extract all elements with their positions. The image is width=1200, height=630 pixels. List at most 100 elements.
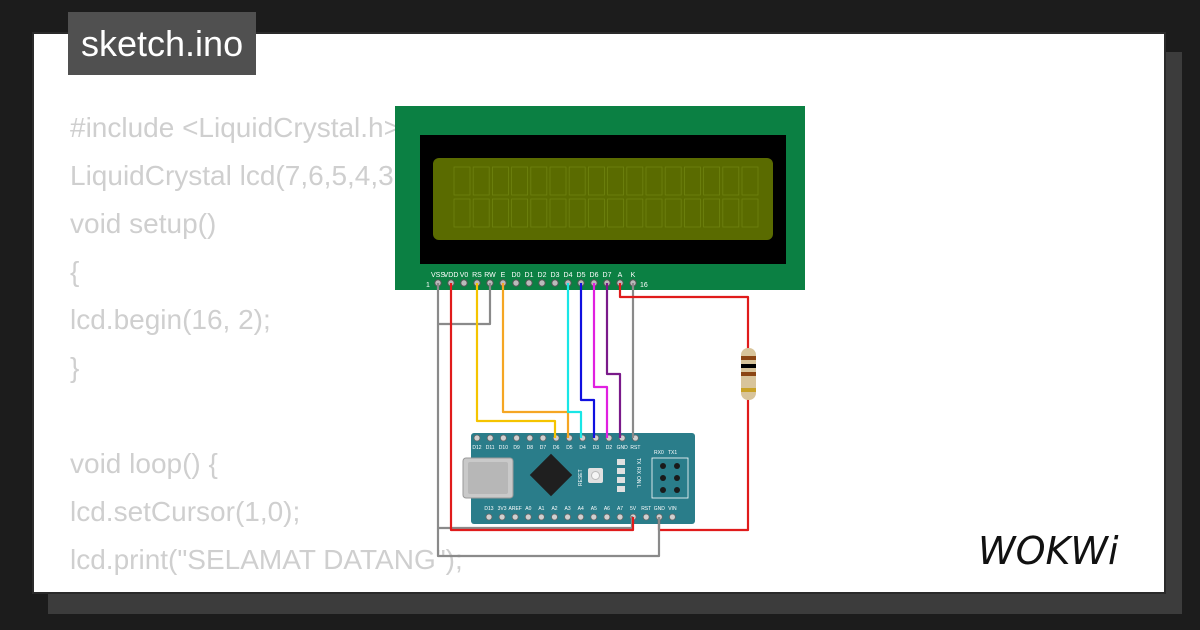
nano-bottom-pin-label: A4 — [578, 506, 584, 512]
nano-bottom-pin[interactable] — [590, 513, 598, 521]
wire-rs-d7[interactable] — [475, 283, 557, 438]
code-line: lcd.setCursor(1,0); — [70, 496, 301, 527]
reset-button-cap — [591, 471, 600, 480]
nano-top-pin[interactable] — [513, 434, 520, 442]
nano-bottom-pin-label: A6 — [604, 506, 610, 512]
lcd-char-cell — [568, 198, 586, 228]
side-label-tx1: TX1 — [668, 450, 677, 456]
nano-top-pin-label: D9 — [513, 445, 520, 451]
lcd-char-cell — [626, 166, 644, 196]
nano-bottom-pin-label: A3 — [565, 506, 571, 512]
lcd-char-cell — [530, 166, 548, 196]
nano-bottom-pin-label: AREF — [509, 506, 522, 512]
lcd-pin-last-label: 16 — [640, 282, 648, 289]
usb-connector-inner — [468, 462, 508, 494]
nano-bottom-pin-label: 3V3 — [498, 506, 507, 512]
nano-top-pin[interactable] — [539, 434, 547, 442]
nano-bottom-pin-label: A5 — [591, 506, 597, 512]
wire-a-resistor[interactable] — [618, 283, 750, 350]
led-label-l: L — [635, 485, 641, 488]
nano-pcb — [471, 433, 695, 524]
nano-bottom-pin[interactable] — [669, 513, 676, 521]
lcd-char-cell — [607, 166, 624, 196]
code-line: { — [70, 256, 80, 287]
nano-bottom-pin-label: RST — [641, 506, 651, 512]
icsp-header — [651, 457, 689, 499]
lcd-character-cells — [453, 166, 759, 228]
nano-bottom-pin[interactable] — [551, 513, 558, 521]
lcd-pin-label: E — [501, 272, 506, 279]
lcd-pin-label: D0 — [512, 272, 521, 279]
lcd-pin-label: D1 — [525, 272, 534, 279]
nano-bottom-pin[interactable] — [524, 513, 532, 521]
nano-bottom-pin[interactable] — [603, 513, 611, 521]
led-label-tx: TX — [635, 458, 641, 465]
nano-bottom-pin-label: A1 — [538, 506, 544, 512]
nano-bottom-pin-label: A0 — [525, 506, 531, 512]
status-leds: TX RX ON L — [617, 458, 641, 492]
lcd-pin-label: D2 — [538, 272, 547, 279]
wire-d4-d5[interactable] — [566, 283, 583, 438]
wire-e-d6[interactable] — [501, 283, 570, 438]
nano-top-pin-label: D3 — [593, 445, 600, 451]
nano-top-pin-label: D6 — [553, 445, 560, 451]
lcd-char-cell — [549, 166, 567, 196]
lcd-pin[interactable] — [551, 279, 559, 287]
nano-bottom-pin[interactable] — [538, 513, 545, 521]
nano-bottom-pin[interactable] — [642, 513, 650, 521]
wire-d7-d2[interactable] — [605, 283, 622, 438]
nano-top-pin[interactable] — [526, 434, 534, 442]
nano-top-pin-label: D10 — [499, 445, 508, 451]
wire-d5-d4[interactable] — [579, 283, 596, 438]
lcd-pin[interactable] — [460, 279, 468, 287]
nano-bottom-pin[interactable] — [616, 513, 624, 521]
wire-gnd-return[interactable] — [436, 517, 661, 558]
lcd-char-cell — [645, 198, 663, 228]
nano-top-pin-label: D5 — [566, 445, 573, 451]
nano-top-pin-label: D11 — [486, 445, 495, 451]
lcd-char-cell — [722, 166, 740, 196]
led-label-rx: RX — [635, 467, 641, 475]
code-line: void loop() { — [70, 448, 218, 479]
wire-vdd-5v[interactable] — [449, 283, 635, 532]
nano-top-pin[interactable] — [486, 434, 494, 442]
nano-top-pin-label: GND — [617, 445, 629, 451]
lcd-char-cell — [741, 166, 759, 196]
nano-bottom-pin[interactable] — [498, 513, 506, 521]
lcd-char-cell — [453, 166, 471, 196]
sketch-title: sketch.ino — [68, 12, 257, 75]
lcd-char-cell — [588, 166, 605, 196]
wire-vss-rw[interactable] — [436, 283, 492, 326]
lcd-pin[interactable] — [525, 279, 533, 287]
nano-bottom-pin[interactable] — [564, 513, 571, 521]
nano-bottom-pin[interactable] — [485, 513, 493, 521]
lcd-pin-label: D7 — [603, 272, 612, 279]
nano-bottom-pin[interactable] — [577, 513, 585, 521]
lcd-char-cell — [472, 166, 490, 196]
nano-bottom-pin-label: A7 — [617, 506, 623, 512]
lcd-pin-label: A — [618, 272, 623, 279]
lcd-pin[interactable] — [512, 279, 520, 287]
code-line: } — [70, 352, 80, 383]
nano-bottom-pin-label: GND — [654, 506, 666, 512]
lcd-char-cell — [511, 166, 529, 196]
lcd-pin-label: VDD — [444, 272, 459, 279]
nano-top-pin[interactable] — [499, 434, 507, 442]
lcd-char-cell — [626, 198, 644, 228]
lcd-pin[interactable] — [538, 279, 546, 287]
nano-top-pin[interactable] — [473, 434, 481, 442]
resistor-band — [741, 356, 756, 360]
resistor-band — [741, 364, 756, 368]
nano-bottom-pin[interactable] — [511, 513, 519, 521]
lcd-char-cell — [453, 198, 471, 228]
lcd-char-cell — [472, 198, 490, 228]
resistor[interactable] — [741, 348, 756, 400]
nano-bottom-pin-label: VIN — [668, 506, 677, 512]
wire-d6-d3[interactable] — [592, 283, 609, 438]
lcd-char-cell — [549, 198, 567, 228]
lcd-char-cell — [741, 198, 759, 228]
